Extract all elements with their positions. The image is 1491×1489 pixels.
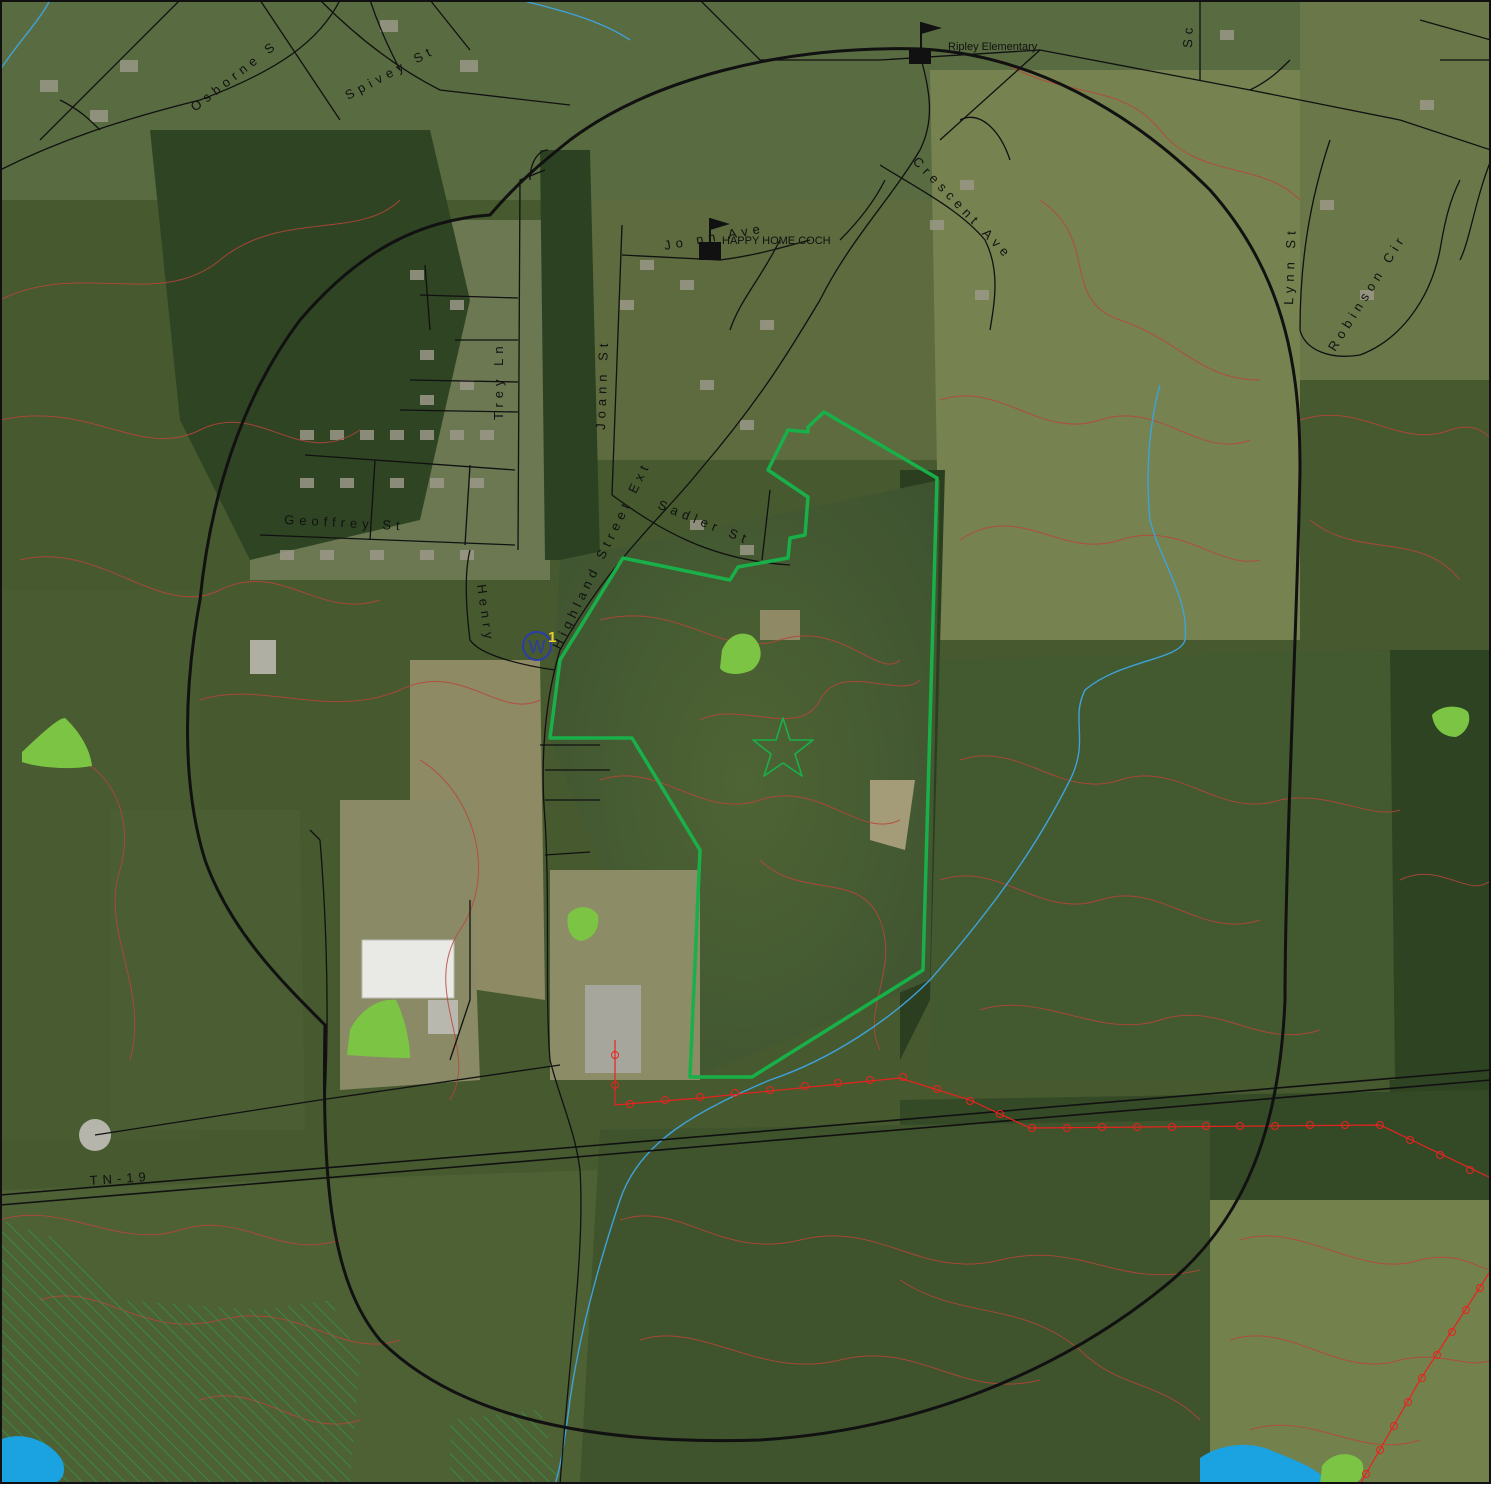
well-icon[interactable]: W 1 xyxy=(522,629,556,661)
street-label-geoffrey: Geoffrey St xyxy=(284,512,405,533)
buffer-radius-ring xyxy=(186,47,1302,1443)
wetland-hatch-area xyxy=(0,1220,560,1484)
wetland-polygons xyxy=(22,633,1470,1484)
pipeline-nodes xyxy=(611,1051,1484,1478)
street-label-lynn: Lynn St xyxy=(1281,226,1299,305)
well-symbol: W xyxy=(529,637,546,657)
church-flag-icon[interactable] xyxy=(699,218,730,260)
street-label-trey: Trey Ln xyxy=(491,341,506,420)
well-label: 1 xyxy=(548,629,556,646)
wetland-polygon-site[interactable] xyxy=(720,633,761,674)
street-label-sc: Sc xyxy=(1180,22,1196,48)
site-boundary-polygon[interactable] xyxy=(548,410,939,1079)
pond-se xyxy=(1200,1444,1330,1484)
wetland-polygon-industrial[interactable] xyxy=(347,999,410,1058)
pond-sw xyxy=(0,1436,65,1484)
street-label-joann: Joann St xyxy=(593,338,611,430)
water-bodies xyxy=(0,1436,1330,1484)
wetland-polygon-central[interactable] xyxy=(567,907,599,941)
poi-label-happy-home: HAPPY HOME COCH xyxy=(722,235,831,247)
stream-line xyxy=(0,0,1187,1485)
school-flag-icon[interactable] xyxy=(909,22,942,64)
wetland-polygon-southeast[interactable] xyxy=(1320,1454,1364,1484)
street-label-tn19: TN-19 xyxy=(89,1169,151,1188)
wetland-polygon-west[interactable] xyxy=(22,718,92,769)
wetland-polygon-east[interactable] xyxy=(1432,706,1470,737)
star-icon xyxy=(752,717,814,777)
poi-label-ripley-elementary: Ripley Elementary xyxy=(948,41,1038,53)
contour-lines xyxy=(0,59,1491,1446)
